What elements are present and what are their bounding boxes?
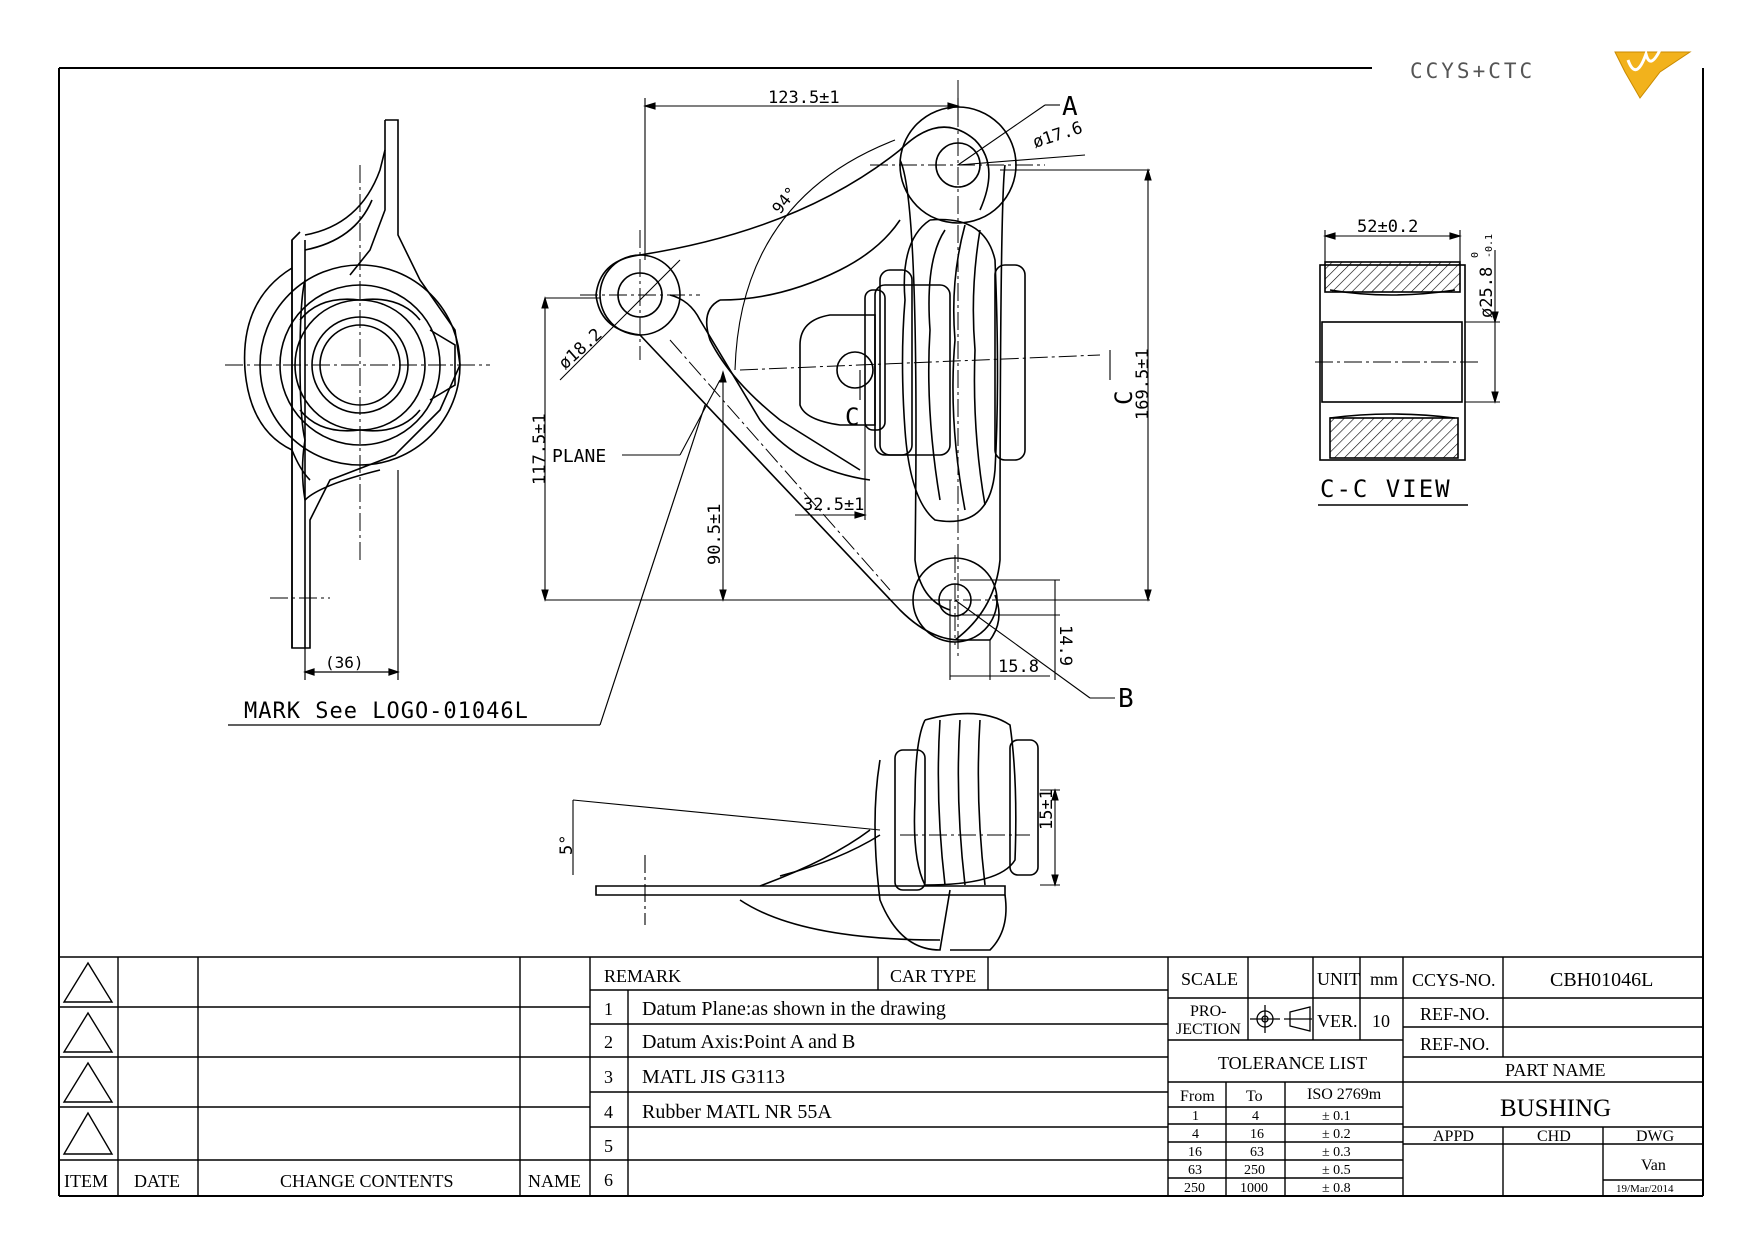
unit-label: UNIT: [1317, 969, 1360, 989]
rev-header-change: CHANGE CONTENTS: [280, 1171, 454, 1191]
dwg-label: DWG: [1636, 1128, 1675, 1145]
dwg-date: 19/Mar/2014: [1616, 1183, 1674, 1195]
rev-header-name: NAME: [528, 1171, 581, 1191]
dim-text-52: 52±0.2: [1357, 217, 1418, 237]
car-type-label: CAR TYPE: [890, 966, 976, 986]
dim-text-90-5: 90.5±1: [705, 504, 725, 565]
tol-row-2-from: 4: [1192, 1127, 1199, 1142]
remark-text-3: MATL JIS G3113: [642, 1066, 785, 1088]
datum-a-label: A: [1062, 92, 1078, 122]
tol-row-1-from: 1: [1192, 1109, 1199, 1124]
section-view-title: C-C VIEW: [1320, 475, 1452, 503]
remark-text-1: Datum Plane:as shown in the drawing: [642, 998, 946, 1020]
remark-text-4: Rubber MATL NR 55A: [642, 1101, 832, 1123]
tol-row-5-to: 1000: [1240, 1181, 1268, 1196]
remark-num-4: 4: [604, 1102, 613, 1122]
side-view-centerlines: [225, 165, 490, 599]
dim-tol-lower-25-8: -0.1: [1484, 234, 1495, 258]
tol-row-1-to: 4: [1252, 1109, 1259, 1124]
remark-num-5: 5: [604, 1136, 613, 1156]
tol-header-from: From: [1180, 1088, 1215, 1105]
part-name-value: BUSHING: [1500, 1095, 1611, 1122]
projection-label-1: PRO-: [1190, 1003, 1226, 1020]
tol-row-3-to: 63: [1250, 1145, 1264, 1160]
remark-label: REMARK: [604, 966, 681, 986]
dim-text-117-5: 117.5±1: [530, 413, 550, 485]
section-view-dimensions: [1323, 230, 1500, 404]
part-name-label: PART NAME: [1505, 1060, 1605, 1080]
dwg-name: Van: [1641, 1157, 1666, 1174]
main-view: [595, 106, 1026, 643]
section-c-label-1: C: [845, 403, 859, 431]
main-view-centerlines: [580, 80, 1101, 660]
company-logo: CCYS+CTC: [1410, 48, 1692, 99]
unit-value: mm: [1370, 969, 1398, 989]
tol-header-to: To: [1246, 1088, 1263, 1105]
scale-label: SCALE: [1181, 969, 1238, 989]
bottom-view: [595, 712, 1039, 951]
title-block-grid: [59, 956, 1703, 1196]
dim-text-123-5: 123.5±1: [768, 88, 840, 108]
ccys-no-label: CCYS-NO.: [1412, 970, 1496, 990]
mark-note-leader: [228, 404, 706, 726]
tol-row-4-tol: ± 0.5: [1322, 1163, 1351, 1178]
section-view: [1315, 261, 1480, 461]
logo-text: CCYS+CTC: [1410, 59, 1535, 83]
tol-row-5-tol: ± 0.8: [1322, 1181, 1351, 1196]
dim-text-phi-25-8: ø25.8: [1477, 267, 1497, 318]
tol-row-2-to: 16: [1250, 1127, 1264, 1142]
rev-header-date: DATE: [134, 1171, 180, 1191]
mark-note: MARK See LOGO-01046L: [244, 699, 529, 724]
dim-text-phi-18-2: ø18.2: [555, 325, 606, 374]
ver-value: 10: [1372, 1011, 1390, 1031]
remark-num-2: 2: [604, 1032, 613, 1052]
projection-label-2: JECTION: [1176, 1021, 1241, 1038]
appd-label: APPD: [1433, 1128, 1474, 1145]
dim-36: [303, 470, 400, 680]
dim-tol-upper-25-8: 0: [1470, 252, 1481, 258]
dim-text-14-9: 14.9: [1055, 625, 1075, 666]
tol-row-2-tol: ± 0.2: [1322, 1127, 1351, 1142]
ref-no-label-2: REF-NO.: [1420, 1034, 1490, 1054]
remark-num-6: 6: [604, 1170, 613, 1190]
side-view: [243, 119, 461, 649]
main-view-dimensions: [541, 98, 1152, 699]
remark-num-3: 3: [604, 1067, 613, 1087]
projection-symbol: [1250, 1005, 1312, 1033]
rev-header-item: ITEM: [64, 1171, 108, 1191]
dim-text-169-5: 169.5±1: [1133, 348, 1153, 420]
chd-label: CHD: [1537, 1128, 1571, 1145]
logo-emblem: [1614, 51, 1692, 99]
ref-no-label-1: REF-NO.: [1420, 1004, 1490, 1024]
remark-text-2: Datum Axis:Point A and B: [642, 1031, 855, 1053]
bottom-view-dimensions: [572, 788, 1060, 925]
dim-text-5-deg: 5°: [557, 835, 577, 855]
tol-header-iso: ISO 2769m: [1307, 1086, 1382, 1103]
tolerance-title: TOLERANCE LIST: [1218, 1053, 1367, 1073]
dim-text-32-5: 32.5±1: [803, 495, 864, 515]
dim-text-phi-17-6: ø17.6: [1030, 118, 1085, 153]
drawing-frame: [58, 67, 1704, 1197]
ccys-no-value: CBH01046L: [1550, 969, 1653, 991]
remark-num-1: 1: [604, 999, 613, 1019]
tol-row-1-tol: ± 0.1: [1322, 1109, 1351, 1124]
tol-row-4-to: 250: [1244, 1163, 1265, 1178]
dim-text-15: 15±1: [1037, 789, 1057, 830]
plane-label: PLANE: [552, 446, 606, 467]
datum-b-label: B: [1118, 684, 1134, 714]
tol-row-3-tol: ± 0.3: [1322, 1145, 1351, 1160]
dim-text-15-8: 15.8: [998, 657, 1039, 677]
tol-row-3-from: 16: [1188, 1145, 1202, 1160]
tol-row-5-from: 250: [1184, 1181, 1205, 1196]
tol-row-4-from: 63: [1188, 1163, 1202, 1178]
ver-label: VER.: [1317, 1011, 1358, 1031]
dim-text-36: (36): [325, 653, 364, 672]
section-c-label-2: C: [1110, 391, 1138, 405]
